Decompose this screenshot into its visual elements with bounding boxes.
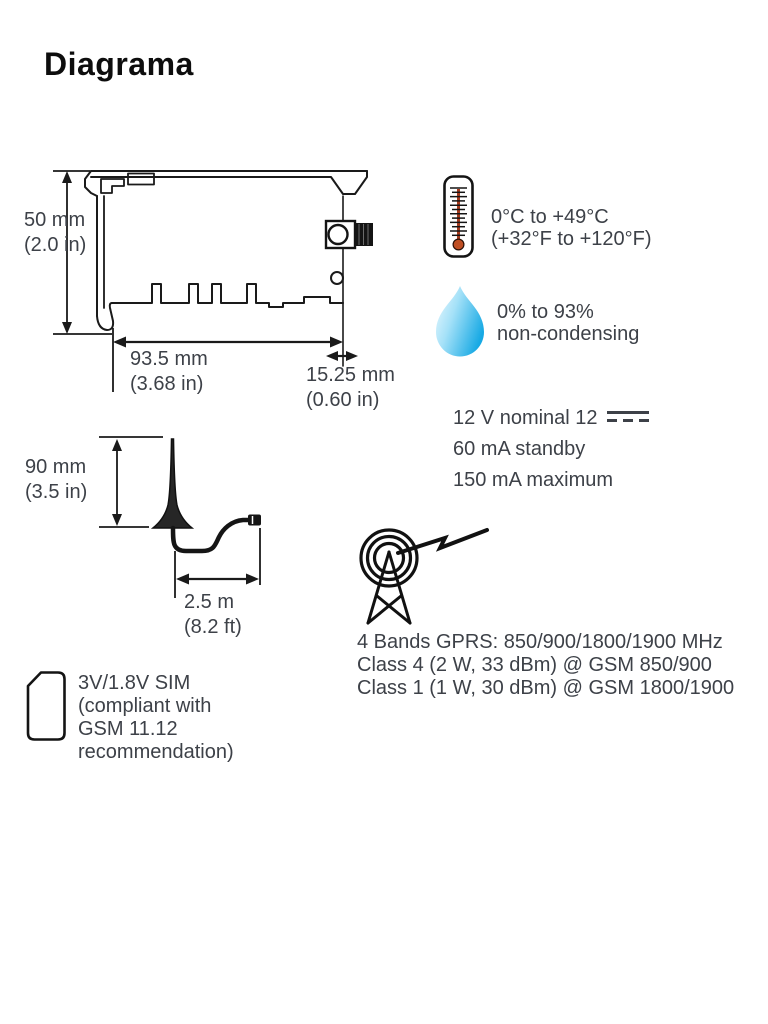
antenna-height-label: 90 mm (3.5 in) bbox=[25, 456, 88, 503]
dimension-cable-2.5m bbox=[174, 528, 261, 598]
coax-connector bbox=[324, 219, 373, 250]
dc-power-symbol bbox=[606, 411, 649, 422]
power-spec: 12 V nominal 12 60 mA standby 150 mA max… bbox=[453, 403, 649, 496]
dimension-height-50mm bbox=[53, 170, 112, 335]
droplet-icon bbox=[436, 286, 484, 357]
board-width-label: 93.5 mm (3.68 in) bbox=[130, 348, 208, 395]
radio-tower-icon bbox=[359, 528, 489, 625]
antenna-cable-label: 2.5 m (8.2 ft) bbox=[184, 591, 242, 638]
board-height-label: 50 mm (2.0 in) bbox=[24, 209, 87, 256]
radio-bands-text: 4 Bands GPRS: 850/900/1800/1900 MHz bbox=[357, 631, 723, 653]
radio-spec: 4 Bands GPRS: 850/900/1800/1900 MHz Clas… bbox=[357, 631, 734, 700]
power-maximum-text: 150 mA maximum bbox=[453, 469, 614, 491]
dimension-width-93mm bbox=[112, 328, 343, 392]
sim-spec: 3V/1.8V SIM (compliant with GSM 11.12 re… bbox=[78, 672, 234, 763]
cable-connector bbox=[248, 514, 261, 526]
radio-class4-text: Class 4 (2 W, 33 dBm) @ GSM 850/900 bbox=[357, 654, 712, 676]
sim-card-icon bbox=[26, 671, 66, 741]
pcb-outline-diagram bbox=[53, 170, 373, 392]
dimension-antenna-90mm bbox=[99, 436, 163, 528]
radio-class1-text: Class 1 (1 W, 30 dBm) @ GSM 1800/1900 bbox=[357, 677, 735, 699]
dimension-offset-15mm bbox=[326, 351, 358, 361]
board-offset-label: 15.25 mm (0.60 in) bbox=[306, 364, 395, 411]
whip-antenna-diagram bbox=[99, 436, 261, 598]
lightning-bolt bbox=[396, 528, 489, 555]
power-nominal-text: 12 V nominal 12 bbox=[453, 407, 598, 429]
thermometer-icon bbox=[443, 175, 474, 258]
antenna-cable bbox=[170, 517, 251, 554]
page-title: Diagrama bbox=[44, 46, 194, 82]
temperature-spec: 0°C to +49°C (+32°F to +120°F) bbox=[491, 206, 652, 250]
humidity-spec: 0% to 93% non-condensing bbox=[497, 301, 640, 345]
power-standby-text: 60 mA standby bbox=[453, 438, 586, 460]
antenna-whip bbox=[150, 438, 195, 529]
